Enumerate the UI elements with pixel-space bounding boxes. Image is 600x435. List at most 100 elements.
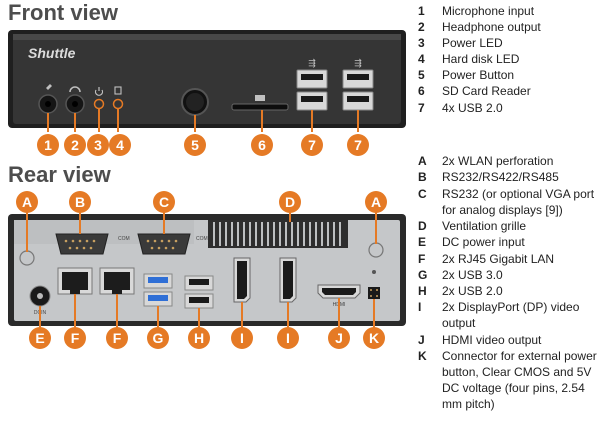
svg-text:7: 7: [308, 137, 316, 153]
hdd-icon: [114, 86, 122, 95]
svg-text:K: K: [369, 330, 379, 346]
svg-text:B: B: [75, 194, 85, 210]
legend-key: F: [418, 251, 426, 266]
callout-i-right: I: [277, 327, 299, 349]
callout-i-left: I: [231, 327, 253, 349]
rear-view-title: Rear view: [8, 162, 111, 187]
svg-text:A: A: [22, 194, 32, 210]
callout-2: 2: [64, 134, 86, 156]
legend-label: Power Button: [442, 68, 515, 83]
legend-label: 2x USB 3.0: [442, 267, 503, 282]
legend-label: Headphone output: [442, 20, 541, 35]
legend-key: K: [418, 349, 427, 363]
legend-key: H: [418, 284, 427, 299]
legend-label: RS232 (or optional VGA port for analog d…: [442, 186, 595, 217]
callout-5: 5: [184, 134, 206, 156]
callout-k: K: [363, 327, 385, 349]
callout-3: 3: [87, 134, 109, 156]
legend-item: H 2x USB 2.0: [418, 283, 600, 299]
legend-label: Power LED: [442, 36, 503, 51]
legend-item: 6 SD Card Reader: [418, 83, 541, 99]
legend-key: G: [418, 267, 428, 282]
hdmi-port: HDMI: [317, 284, 361, 308]
front-chassis: Shuttle: [8, 30, 406, 128]
com-label: COM: [118, 236, 130, 242]
displayport-right: [279, 257, 297, 303]
callout-g: G: [147, 327, 169, 349]
legend-key: 7: [418, 100, 425, 115]
legend-label: Connector for external power button, Cle…: [442, 349, 597, 412]
callout-j: J: [328, 327, 350, 349]
power-icon: [94, 87, 104, 96]
legend-label: RS232/RS422/RS485: [442, 170, 559, 185]
svg-text:2: 2: [71, 137, 79, 153]
com-port-b: COM: [55, 233, 130, 255]
legend-item: G 2x USB 3.0: [418, 267, 600, 283]
callout-4: 4: [109, 134, 131, 156]
usb-stack-left: ⇶: [296, 58, 328, 111]
sd-card-slot: [231, 95, 289, 111]
legend-key: B: [418, 170, 427, 185]
callout-c: C: [153, 191, 175, 213]
legend-label: SD Card Reader: [442, 84, 531, 99]
svg-text:E: E: [35, 330, 44, 346]
legend-item: B RS232/RS422/RS485: [418, 169, 600, 185]
callout-h: H: [188, 327, 210, 349]
callout-b: B: [69, 191, 91, 213]
svg-text:7: 7: [354, 137, 362, 153]
legend-key: A: [418, 154, 427, 168]
legend-key: 6: [418, 84, 425, 99]
power-connector-header: [368, 270, 380, 299]
rear-callouts: A B C D A E F F G H I I J K: [16, 191, 387, 349]
microphone-icon: [46, 84, 52, 90]
svg-text:J: J: [335, 330, 343, 346]
usb2-stack: [184, 275, 214, 309]
callout-a-right: A: [365, 191, 387, 213]
callout-1: 1: [37, 134, 59, 156]
legend-label: 2x USB 2.0: [442, 284, 503, 299]
front-view-title: Front view: [8, 0, 119, 25]
headphone-jack: [65, 86, 85, 114]
legend-key: D: [418, 218, 427, 233]
svg-text:D: D: [285, 194, 295, 210]
callout-7a: 7: [301, 134, 323, 156]
svg-text:I: I: [240, 330, 244, 346]
legend-key: 4: [418, 52, 425, 67]
legend-key: J: [418, 332, 425, 347]
legend-key: I: [418, 300, 422, 315]
svg-text:I: I: [286, 330, 290, 346]
legend-label: 2x RJ45 Gigabit LAN: [442, 251, 555, 266]
legend-label: 2x DisplayPort (DP) video output: [442, 300, 580, 331]
legend-item: K Connector for external power button, Cl…: [418, 348, 600, 412]
svg-text:C: C: [159, 194, 169, 210]
legend-item: D Ventilation grille: [418, 218, 600, 234]
front-callouts: 1 2 3 4 5 6 7 7: [37, 109, 369, 156]
svg-text:3: 3: [94, 137, 102, 153]
svg-text:F: F: [113, 330, 122, 346]
legend-label: Hard disk LED: [442, 52, 520, 67]
rear-chassis: COM COM DCIN: [8, 214, 406, 326]
callout-e: E: [29, 327, 51, 349]
displayport-left: [233, 257, 251, 303]
com-label: COM: [196, 236, 208, 242]
usb3-stack: [143, 273, 173, 307]
legend-label: Microphone input: [442, 4, 535, 18]
usb-icon: ⇶: [354, 58, 362, 68]
ventilation-grille: [208, 220, 348, 248]
svg-text:4: 4: [116, 137, 124, 153]
svg-text:F: F: [71, 330, 80, 346]
legend-label: Ventilation grille: [442, 218, 527, 233]
legend-item: J HDMI video output: [418, 332, 600, 348]
callout-7b: 7: [347, 134, 369, 156]
svg-text:5: 5: [191, 137, 199, 153]
rj45-port-left: [57, 267, 93, 295]
legend-key: C: [418, 186, 427, 201]
legend-label: HDMI video output: [442, 332, 542, 347]
